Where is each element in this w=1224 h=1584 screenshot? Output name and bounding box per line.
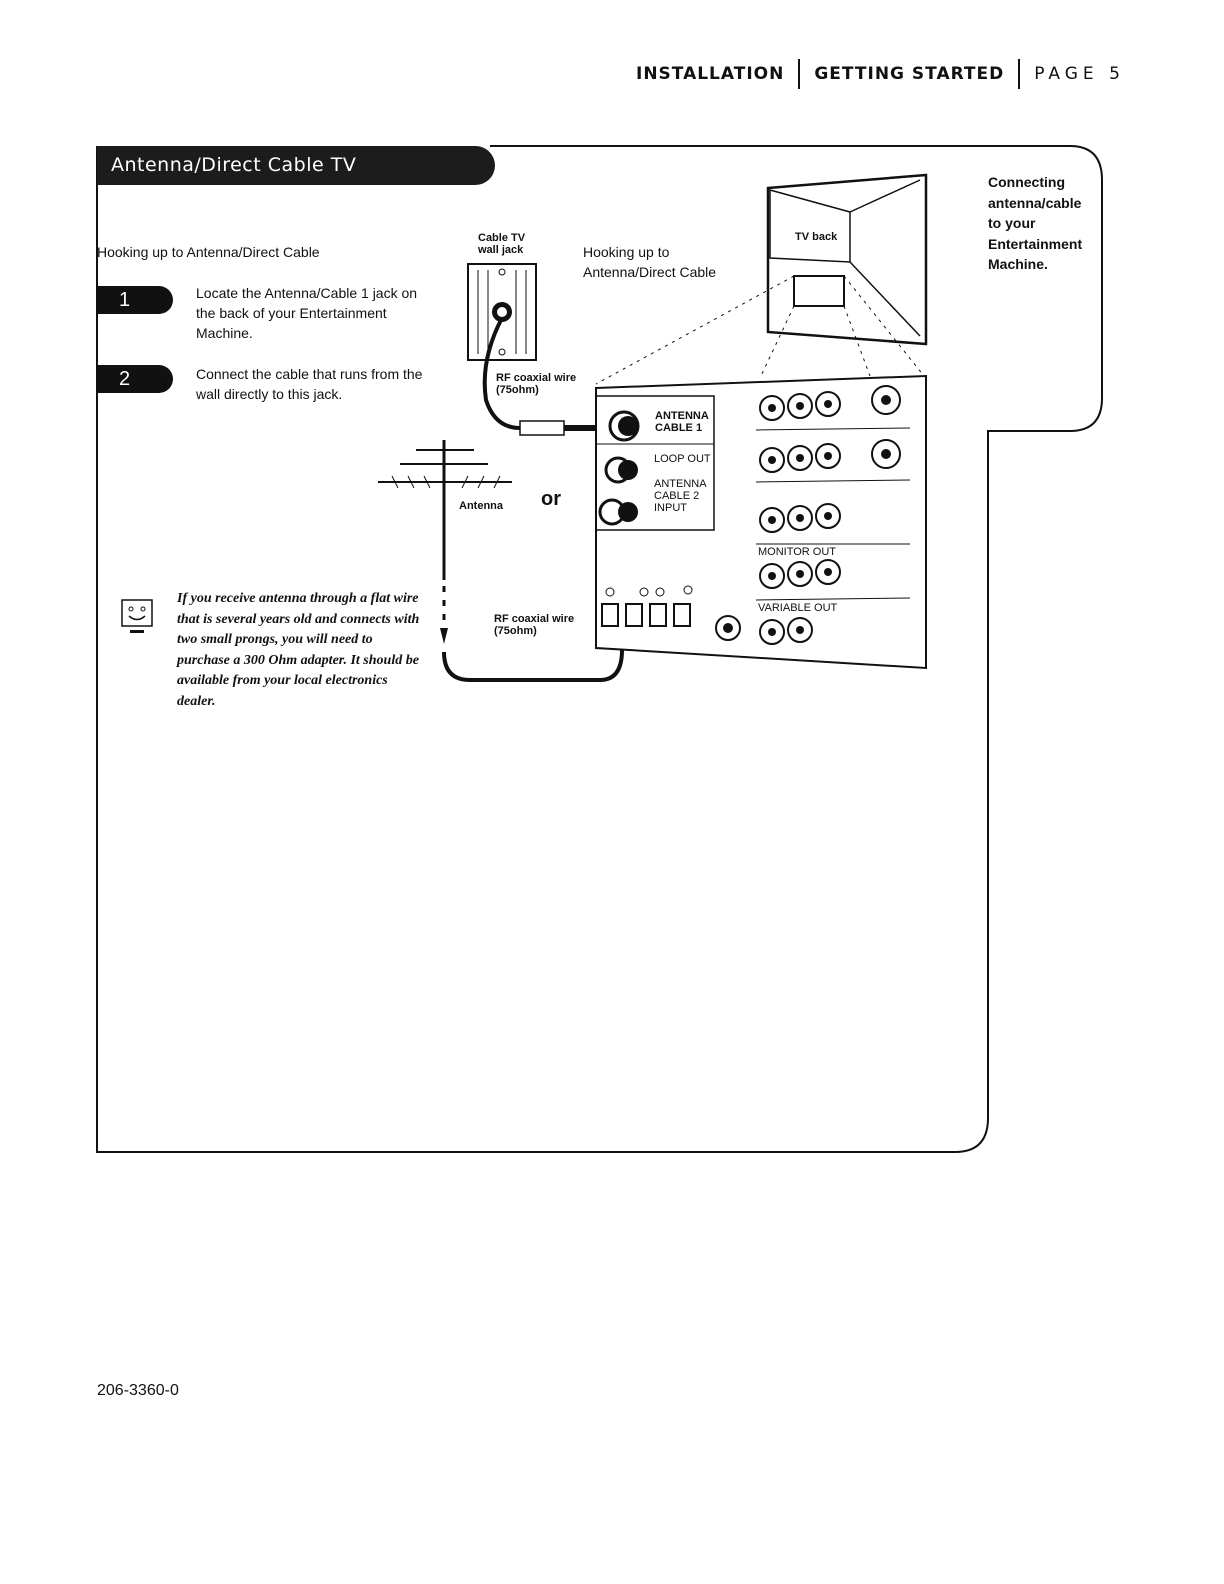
diagram-heading: Hooking up to Antenna/Direct Cable: [583, 244, 717, 280]
tv-back-icon: [766, 173, 928, 346]
label-antenna-cable1-line2: CABLE 1: [655, 422, 703, 434]
label-rf-top-line2: (75ohm): [496, 384, 539, 396]
adapter-note: If you receive antenna through a flat wi…: [177, 591, 420, 709]
label-wall-jack-line2: wall jack: [478, 244, 524, 256]
step-1-badge: 1: [97, 286, 173, 314]
header-divider: [798, 59, 801, 89]
label-rf-bottom: RF coaxial wire (75ohm): [494, 613, 584, 637]
label-wall-jack-line1: Cable TV: [478, 232, 526, 244]
label-variable-out: VARIABLE OUT: [758, 602, 838, 614]
header-divider: [1018, 59, 1021, 89]
step-1-text: Locate the Antenna/Cable 1 jack on the b…: [196, 285, 418, 341]
coax-cable-top: [482, 317, 585, 430]
label-antenna-cable2-line2: CABLE 2: [654, 490, 700, 502]
label-antenna-cable2-line3: INPUT: [654, 502, 687, 514]
jack-panel: [595, 374, 927, 670]
label-rf-top: RF coaxial wire (75ohm): [496, 372, 586, 396]
label-monitor-out: MONITOR OUT: [758, 546, 837, 558]
label-antenna-cable2-line1: ANTENNA: [654, 478, 707, 490]
coax-cable-bottom: [442, 540, 624, 682]
coax-connector: [519, 420, 565, 436]
label-wall-jack: Cable TV wall jack: [478, 232, 538, 256]
document-code: 206-3360-0: [97, 1382, 179, 1399]
left-subheading: Hooking up to Antenna/Direct Cable: [97, 244, 320, 260]
label-tv-back: TV back: [795, 231, 838, 243]
header-section: INSTALLATION: [636, 64, 785, 84]
label-antenna: Antenna: [459, 500, 503, 512]
label-antenna-cable1-line1: ANTENNA: [655, 410, 709, 422]
sidebar-caption: Connecting antenna/cable to your Enterta…: [988, 174, 1083, 272]
label-rf-bottom-line2: (75ohm): [494, 625, 537, 637]
wall-jack-icon: [467, 263, 537, 361]
step-2-text: Connect the cable that runs from the wal…: [196, 366, 423, 402]
label-rf-bottom-line1: RF coaxial wire: [494, 613, 575, 625]
label-rf-top-line1: RF coaxial wire: [496, 372, 577, 384]
label-antenna-cable1: ANTENNA CABLE 1: [655, 410, 709, 434]
label-loop-out: LOOP OUT: [654, 453, 711, 465]
label-antenna-cable2: ANTENNA CABLE 2 INPUT: [654, 478, 707, 514]
smiley-note-icon: [121, 599, 153, 633]
page-header: INSTALLATION GETTING STARTED PAGE 5: [636, 59, 1125, 89]
header-subsection: GETTING STARTED: [814, 64, 1005, 84]
step-2-badge: 2: [97, 365, 173, 393]
panel-title: Antenna/Direct Cable TV: [97, 146, 495, 185]
antenna-icon: [378, 440, 512, 644]
label-or: or: [541, 488, 561, 510]
header-page-number: PAGE 5: [1034, 64, 1125, 84]
